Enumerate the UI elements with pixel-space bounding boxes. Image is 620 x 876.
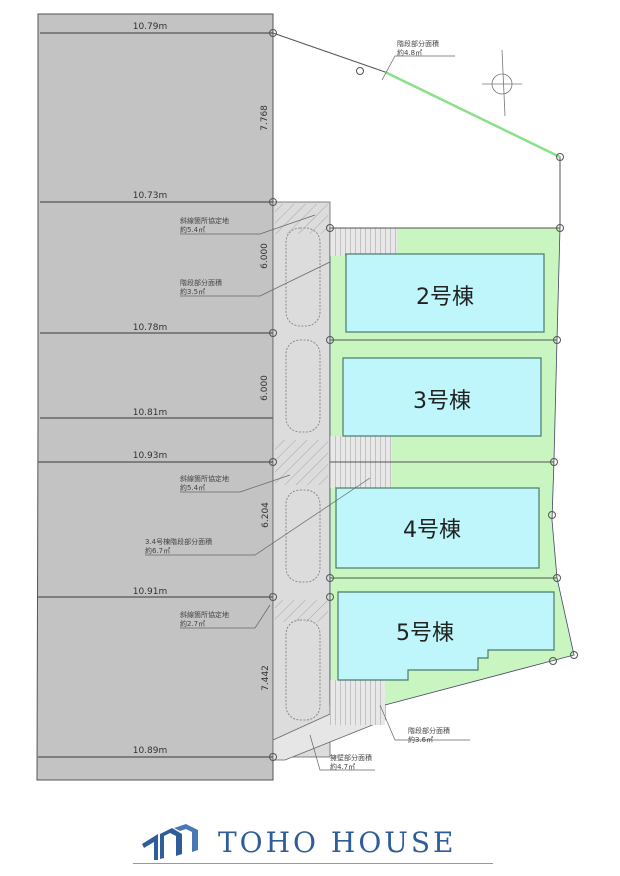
annotation-leaders — [145, 55, 470, 771]
width-label: 10.78m — [133, 323, 168, 333]
svg-text:斜線箇所協定地: 斜線箇所協定地 — [180, 474, 229, 483]
svg-text:約3.5㎡: 約3.5㎡ — [180, 287, 205, 296]
car-icon — [285, 339, 321, 433]
lot-width-labels: 10.79m 10.73m 10.78m 10.81m 10.93m 10.91… — [133, 22, 168, 756]
building-4 — [335, 487, 540, 569]
width-label: 10.89m — [133, 746, 168, 756]
easement-hatch — [275, 440, 328, 485]
site-plan: 10.79m 10.73m 10.78m 10.81m 10.93m 10.91… — [36, 13, 578, 781]
width-label: 10.73m — [133, 191, 168, 201]
depth-label: 6.000 — [260, 375, 270, 401]
company-logo: TOHO HOUSE — [140, 822, 500, 862]
svg-text:階段部分面積: 階段部分面積 — [180, 278, 222, 287]
width-label: 10.81m — [133, 408, 168, 418]
easement-hatch — [275, 204, 328, 234]
svg-text:階段部分面積: 階段部分面積 — [397, 39, 439, 48]
building-label-4: 4号棟 — [403, 518, 461, 543]
boundary-markers — [269, 29, 578, 761]
svg-text:擁壁部分面積: 擁壁部分面積 — [330, 753, 372, 762]
parking-car-icons — [285, 227, 321, 721]
svg-text:約4.8㎡: 約4.8㎡ — [397, 48, 422, 57]
width-label: 10.93m — [133, 451, 168, 461]
stairs — [330, 228, 397, 256]
svg-text:約4.7㎡: 約4.7㎡ — [330, 762, 355, 771]
svg-text:階段部分面積: 階段部分面積 — [408, 726, 450, 735]
building-label-3: 3号棟 — [413, 389, 471, 414]
logo-divider — [133, 863, 493, 864]
car-icon — [285, 619, 321, 721]
stairs — [330, 680, 385, 725]
width-label: 10.79m — [133, 22, 168, 32]
house-logo-icon — [142, 824, 198, 860]
building-label-5: 5号棟 — [396, 621, 454, 646]
north-compass-icon — [482, 49, 522, 117]
depth-label: 6.204 — [261, 502, 271, 528]
svg-text:約2.7㎡: 約2.7㎡ — [180, 619, 205, 628]
car-icon — [285, 489, 321, 583]
depth-label: 7.442 — [261, 665, 271, 691]
svg-text:斜線箇所協定地: 斜線箇所協定地 — [180, 216, 229, 225]
building-2 — [345, 253, 545, 333]
width-label: 10.91m — [133, 587, 168, 597]
easement-hatch — [275, 600, 328, 622]
svg-text:約5.4㎡: 約5.4㎡ — [180, 483, 205, 492]
svg-text:3.4号棟階段部分面積: 3.4号棟階段部分面積 — [145, 537, 212, 546]
building-3 — [342, 357, 542, 437]
depth-labels: 7.768 6.000 6.000 6.204 7.442 — [260, 105, 271, 691]
depth-label: 6.000 — [260, 243, 270, 269]
lot-lines — [330, 227, 560, 579]
lot-dimension-lines — [38, 32, 273, 758]
site-boundary-top — [272, 32, 561, 228]
svg-text:斜線箇所協定地: 斜線箇所協定地 — [180, 610, 229, 619]
building-label-2: 2号棟 — [416, 285, 474, 310]
svg-text:約3.6㎡: 約3.6㎡ — [408, 735, 433, 744]
svg-text:約6.7㎡: 約6.7㎡ — [145, 546, 170, 555]
svg-text:約5.4㎡: 約5.4㎡ — [180, 225, 205, 234]
building-5 — [337, 591, 555, 681]
depth-label: 7.768 — [260, 105, 270, 131]
car-icon — [285, 227, 321, 327]
brand-name: TOHO HOUSE — [218, 825, 457, 859]
neighbor-lots — [36, 13, 274, 781]
